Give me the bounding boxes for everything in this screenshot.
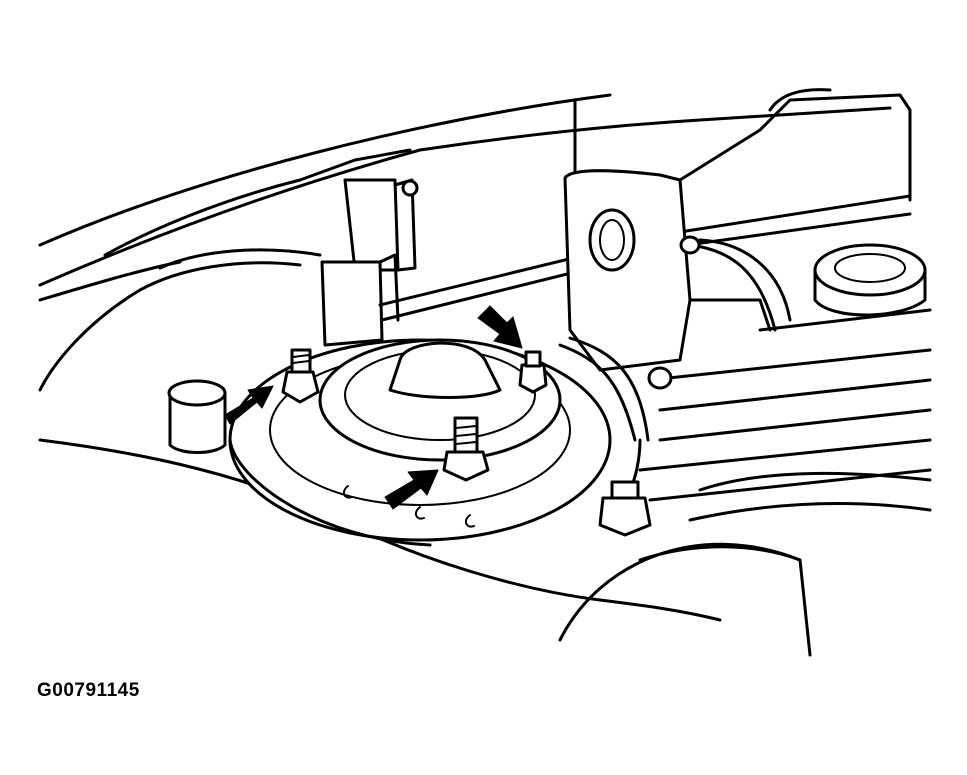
nut-icon: [598, 480, 652, 537]
nut-icon: [281, 348, 320, 404]
reservoir-cap: [813, 243, 927, 317]
stud-holes: [342, 485, 475, 528]
hood-panels: [38, 93, 892, 302]
engine-fins: [638, 308, 932, 522]
mount-bracket: [320, 178, 419, 347]
arrow-icon: [384, 469, 439, 510]
nut-icon: [442, 416, 490, 482]
arrow-icon: [477, 305, 523, 349]
engine-housing: [563, 88, 912, 372]
arrow-icon: [224, 385, 274, 425]
lower-block: [558, 542, 812, 657]
bolt-head: [647, 235, 701, 390]
nut-icon: [518, 350, 548, 394]
strut-mount-illustration: [38, 88, 932, 657]
strut-mount-dome: [318, 338, 562, 462]
figure-code: G00791145: [37, 680, 140, 701]
left-cylinder: [167, 379, 227, 454]
